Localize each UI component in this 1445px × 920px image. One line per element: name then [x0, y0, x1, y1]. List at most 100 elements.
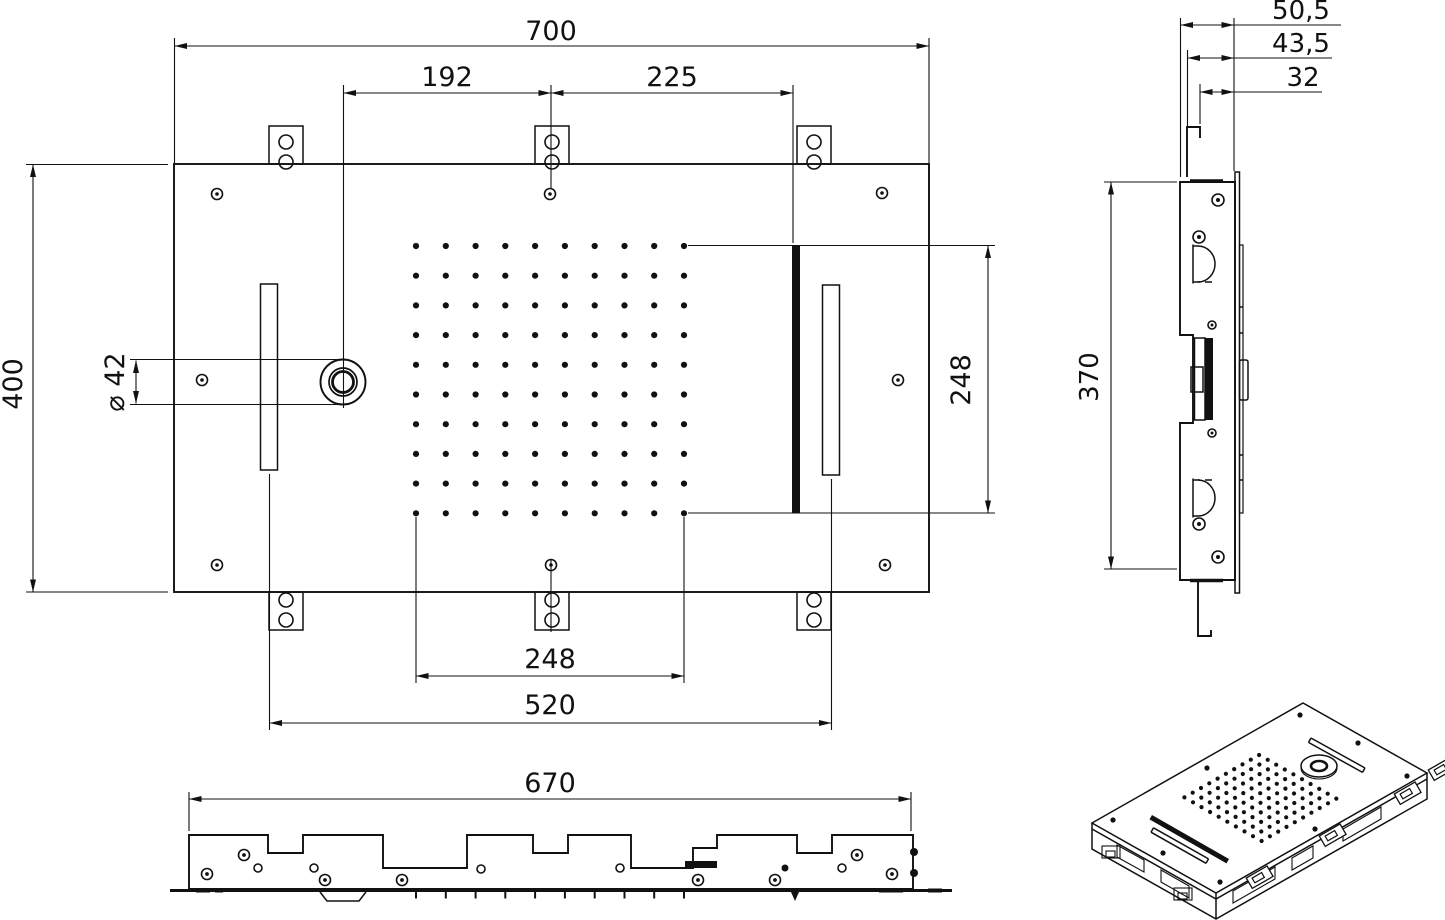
nozzle-dot — [1282, 767, 1287, 772]
screw-hole — [195, 373, 209, 387]
nozzle-dot — [472, 450, 479, 457]
nozzle-dot — [1267, 834, 1272, 839]
nozzle-dot — [680, 391, 688, 398]
nozzle-dot — [1275, 810, 1280, 815]
nozzle-dot — [651, 450, 658, 457]
nozzle-dot — [1276, 829, 1281, 834]
nozzle-dot — [1249, 767, 1254, 772]
nozzle-dot — [412, 480, 420, 487]
nozzle-dot — [591, 272, 598, 279]
tab-hole — [278, 612, 294, 628]
tab-hole — [278, 592, 294, 608]
screw-hole — [543, 187, 557, 201]
nozzle-dot — [591, 332, 598, 339]
iso-inlet-knob — [1300, 754, 1338, 780]
nozzle-dot — [1257, 762, 1262, 767]
nozzle-dot — [1291, 791, 1297, 796]
dim-192-225: 192 225 — [342, 62, 794, 408]
screw-hole — [237, 848, 251, 862]
nozzle-dot — [1207, 790, 1212, 795]
waterfall-blade — [792, 245, 800, 513]
nozzle-dot — [1257, 752, 1262, 758]
nozzle-dot — [1317, 786, 1322, 792]
screw-hole — [1192, 517, 1206, 531]
nozzle-dot — [1267, 805, 1272, 810]
nozzle-dot — [1299, 777, 1305, 782]
nozzle-dot — [1241, 791, 1246, 796]
screw-hole-center — [215, 563, 219, 567]
nozzle-dot — [442, 242, 449, 250]
nozzle-dot — [1190, 800, 1196, 805]
nozzle-dot — [651, 302, 658, 309]
nozzle-dot — [412, 450, 420, 457]
tab-hole — [544, 592, 560, 608]
screw-hole — [210, 187, 224, 201]
nozzle-dot — [1224, 800, 1229, 805]
screw-hole-center — [1216, 555, 1220, 559]
nozzle-dot — [472, 302, 479, 309]
nozzle-dot — [651, 332, 658, 339]
nozzle-dot — [1291, 781, 1296, 787]
nozzle-dot — [1207, 800, 1212, 805]
nozzle-dot — [1233, 805, 1238, 810]
nozzle-dot — [502, 242, 509, 250]
dim-248-right-label: 248 — [946, 354, 977, 406]
screw-hole — [885, 867, 899, 881]
nozzle-dot — [591, 450, 598, 457]
mount-clip — [1318, 823, 1347, 848]
nozzle-dot — [442, 421, 449, 428]
screw-hole-center — [200, 378, 204, 382]
nozzle-dot — [412, 421, 420, 428]
nozzle-dot — [502, 510, 509, 517]
nozzle-dot — [1301, 815, 1306, 820]
nozzle-dot — [1265, 767, 1270, 772]
screw-hole — [200, 867, 214, 881]
nozzle-dot — [1274, 781, 1279, 786]
dim-700: 700 — [173, 16, 930, 163]
nozzle-dot — [1199, 795, 1204, 800]
nozzle-dot — [1325, 801, 1331, 806]
nozzle-dot — [1224, 781, 1229, 786]
screw-hole-center — [205, 872, 209, 876]
nozzle-dot — [412, 302, 420, 309]
nozzle-grid — [412, 242, 688, 517]
mount-clip — [1393, 781, 1422, 806]
screw-hole — [878, 558, 892, 572]
bottom-view: 670 — [170, 768, 952, 902]
iso-walls — [1091, 773, 1428, 920]
dim-370: 370 — [1075, 181, 1177, 570]
nozzle-dot — [1267, 824, 1272, 829]
nozzle-dot — [561, 302, 569, 309]
nozzle-dot — [1259, 838, 1264, 844]
screw-hole-center — [883, 563, 887, 567]
iso-screw-holes — [1110, 712, 1410, 885]
nozzle-dot — [1207, 781, 1212, 786]
dim-370-label: 370 — [1075, 352, 1105, 402]
nozzle-dot — [412, 510, 420, 517]
screw-hole — [1160, 850, 1166, 856]
nozzle-dot — [1300, 796, 1305, 801]
dim-670: 670 — [188, 768, 912, 831]
nozzle-dot — [502, 421, 509, 428]
dim-248-right: 248 — [688, 244, 995, 514]
nozzle-dot — [1232, 786, 1237, 791]
nozzle-dot — [1266, 776, 1271, 782]
screw-hole — [1217, 879, 1223, 885]
nozzle-dot — [1258, 800, 1263, 805]
nozzle-dot — [680, 480, 688, 487]
nozzle-dot — [651, 242, 658, 250]
nozzle-dot — [1259, 819, 1264, 825]
nozzle-dot — [472, 480, 479, 487]
nozzle-dot — [1216, 795, 1221, 800]
screw-hole-center — [880, 191, 884, 195]
nozzle-dot — [472, 421, 479, 428]
screw-hole — [1355, 740, 1361, 746]
nozzle-dot — [532, 421, 539, 428]
nozzle-dot — [561, 361, 569, 368]
slide-block — [1190, 366, 1204, 393]
screw-hole — [1207, 428, 1217, 438]
nozzle-dot — [1215, 776, 1220, 781]
face-line-marks — [196, 848, 942, 901]
screw-hole-center — [890, 872, 894, 876]
nozzle-dot — [561, 480, 569, 487]
